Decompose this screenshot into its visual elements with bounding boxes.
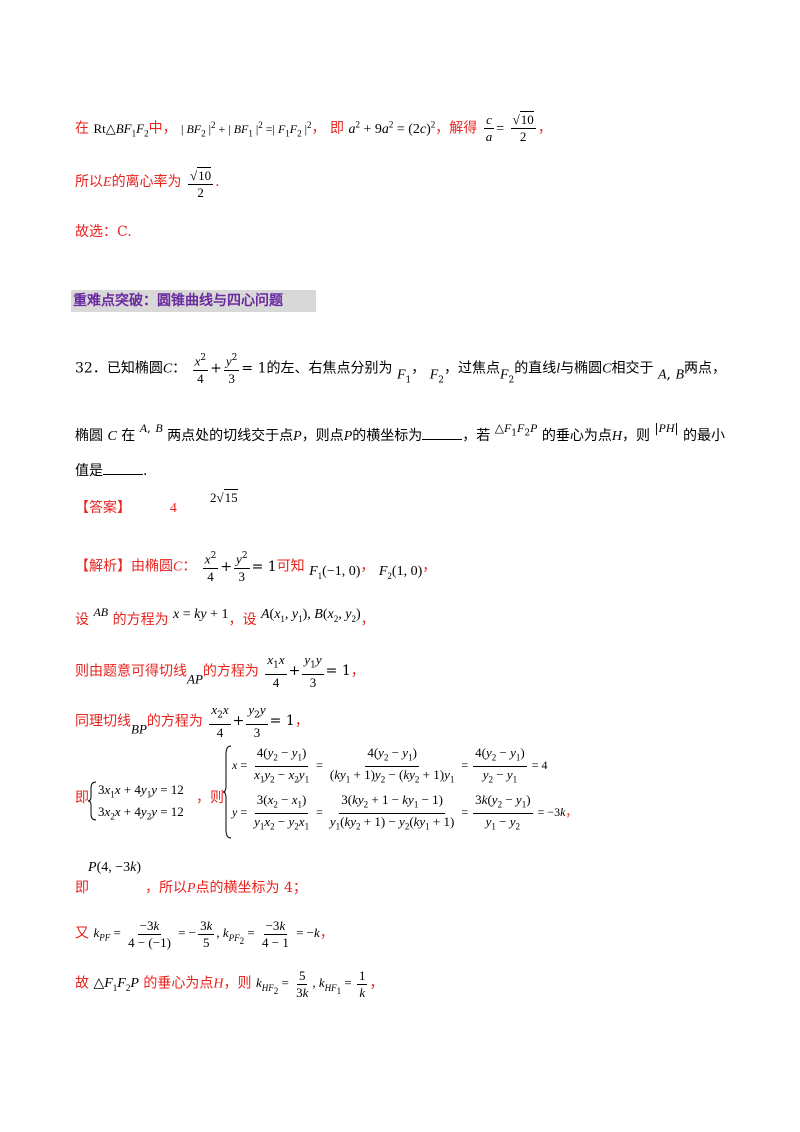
answer-line: 【答案】 4 [75,498,177,519]
math-pythag: | BF2 |2 + | BF1 |2 =| F1F2 |2 [181,119,312,138]
text: ，设 [228,612,257,628]
text: 的横坐标为 [352,428,423,444]
text: ，若 [462,428,491,444]
section-title: 重难点突破：圆锥曲线与四心问题 [71,290,316,312]
text: H [611,429,623,444]
solution-line-1: 在 Rt△BF1F2中， | BF2 |2 + | BF1 |2 =| F1F2… [75,111,552,144]
text: 32．已知椭圆 [75,360,163,377]
text: 与椭圆 [560,360,603,377]
text: 值是 [75,463,103,479]
text: C [107,429,117,444]
text: 的最小 [683,428,726,444]
text: ，则 [196,790,224,806]
math-equation: a2 + 9a2 = (2c)2 [348,118,436,137]
answer-value-2: 2√15 [210,489,238,505]
answer-label: 【答案】 [75,500,131,516]
text: E [103,175,112,190]
text: 的垂心为点 [143,975,214,992]
solution-system: 即 [75,788,89,808]
text: 所以 [75,174,103,190]
text: . [143,463,148,479]
text: . [215,174,220,190]
text: 即 [329,120,344,137]
solution-line-ab: 设 AB 的方程为 x = ky + 1，设 A(x1, y1), B(x2, … [75,605,375,628]
text: 在 [75,120,89,137]
text: l [556,361,561,377]
text: C [162,361,173,377]
solution-label: 【解析】 [75,558,131,575]
answer-blank-1 [422,425,463,440]
text: 故 [75,975,89,992]
text: ，则点 [301,428,344,444]
solution-x-formula: x = 4(y2 − y1)x1y2 − x2y1 = 4(y2 − y1)(k… [232,745,548,785]
text: ，过焦点 [443,360,500,377]
system-eq-2: 3x2x + 4y2y = 12 [98,804,184,822]
text: ，则 [223,975,252,992]
solution-line-p: 即 ，所以P点的横坐标为 4； [75,878,307,899]
solution-y-formula: y = 3(x2 − x1)y1x2 − y2x1 = 3(ky2 + 1 − … [232,792,578,832]
text: 设 [75,612,89,628]
left-brace-icon [223,745,232,839]
question-32-line-3: 值是. [75,460,147,481]
text: 的左、右焦点分别为 [266,360,393,377]
text: 由椭圆 [131,558,173,575]
text: 在 [121,428,136,444]
text: 的方程为 [112,612,169,628]
text: 即 [75,790,89,806]
solution-line-3: 故选：C. [75,224,132,240]
text: 相交于 [611,360,654,377]
text: 同理切线 [75,713,131,730]
point-p-coords: P(4, −3k) [88,860,142,875]
text: ，所以 [145,880,187,896]
system-eq-1: 3x1x + 4y1y = 12 [98,782,184,800]
text: 又 [75,925,89,942]
text: ，解得 [435,120,478,137]
text: 中， [148,120,177,137]
text: 点的横坐标为 4； [195,880,307,896]
text: P [343,429,353,444]
text: 的垂心为点 [541,428,612,444]
text: 两点处的切线交于点 [167,428,294,444]
text: 椭圆 [75,428,103,444]
text: P [187,881,196,896]
text: C [602,361,612,377]
answer-value-1: 4 [169,501,177,516]
answer-blank-2 [103,460,143,475]
math-rt-triangle: Rt△BF1F2 [93,120,149,139]
question-32-line-2: 椭圆 C 在 A, B 两点处的切线交于点P，则点P的横坐标为，若 △F1F2P… [75,421,726,444]
text: C [173,559,183,575]
text: 则由题意可得切线 [75,663,187,680]
text: ， [537,120,552,137]
text: 可知 [276,558,305,575]
text: 的离心率为 [111,174,182,190]
text: 两点， [684,360,726,377]
text: 的方程为 [202,663,259,680]
left-brace-icon [88,781,97,821]
text: 即 [75,880,89,896]
text: 的方程为 [146,713,203,730]
text: 的直线 [514,360,557,377]
text: P [293,429,302,444]
text: H [213,976,224,992]
text: ，则 [622,428,651,444]
